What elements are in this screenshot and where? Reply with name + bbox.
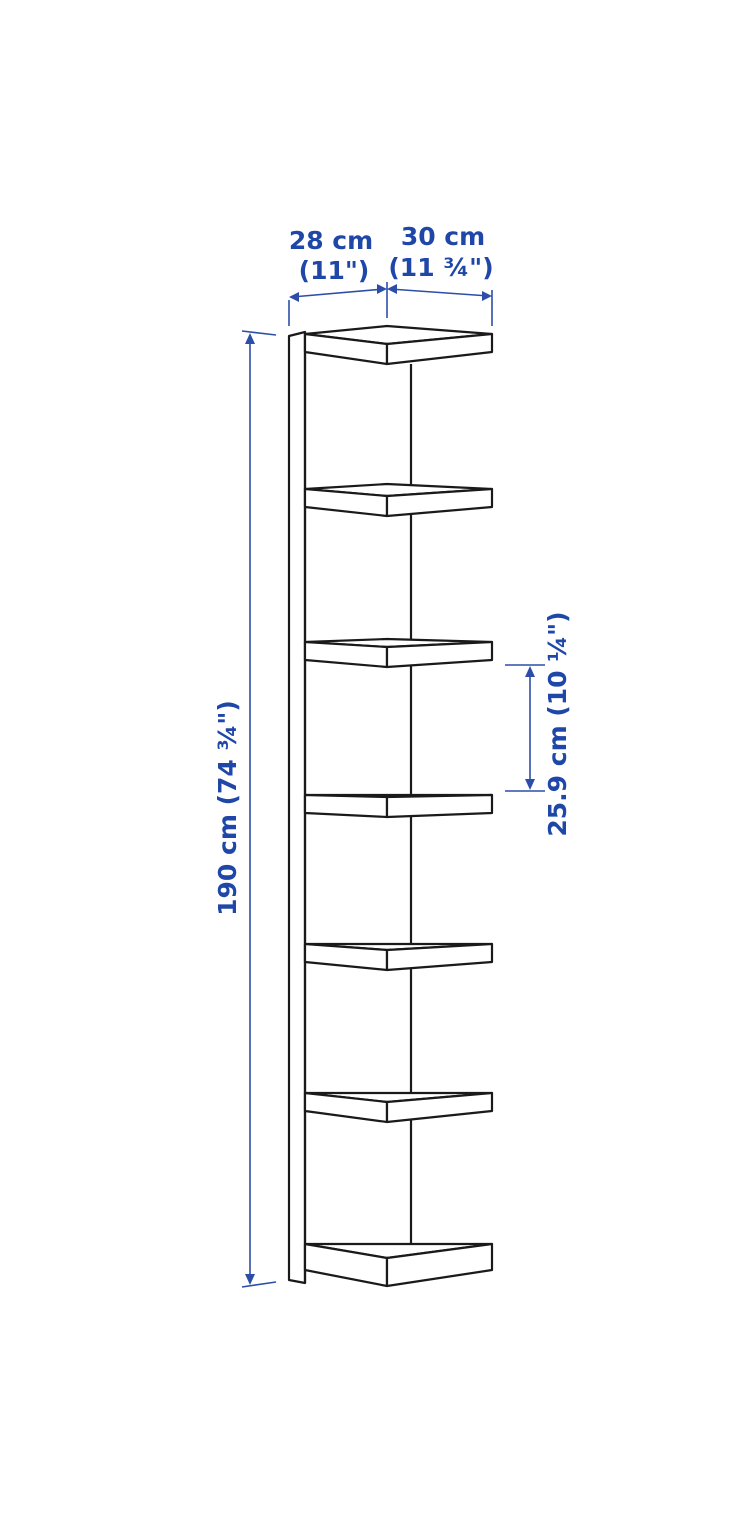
depth-total-imperial: (11 ¾") (388, 253, 493, 282)
dimension-depth-total: 30 cm (11 ¾") (387, 222, 494, 326)
shelf (303, 637, 494, 669)
spacing-label: 25.9 cm (10 ¼") (543, 611, 572, 836)
shelf (303, 942, 494, 972)
shelf (303, 324, 494, 366)
shelf (303, 482, 494, 518)
dimension-depth-shelf: 28 cm (11") (288, 226, 388, 326)
depth-shelf-metric: 28 cm (289, 226, 373, 255)
shelf (303, 1242, 494, 1288)
shelf (303, 1091, 494, 1124)
shelf (303, 793, 494, 819)
shelves (303, 324, 494, 1288)
depth-shelf-imperial: (11") (299, 256, 370, 285)
dimension-height: 190 cm (74 ¾") (213, 330, 277, 1288)
dimension-spacing: 25.9 cm (10 ¼") (505, 611, 572, 837)
height-label: 190 cm (74 ¾") (213, 700, 242, 916)
depth-total-metric: 30 cm (401, 222, 485, 251)
